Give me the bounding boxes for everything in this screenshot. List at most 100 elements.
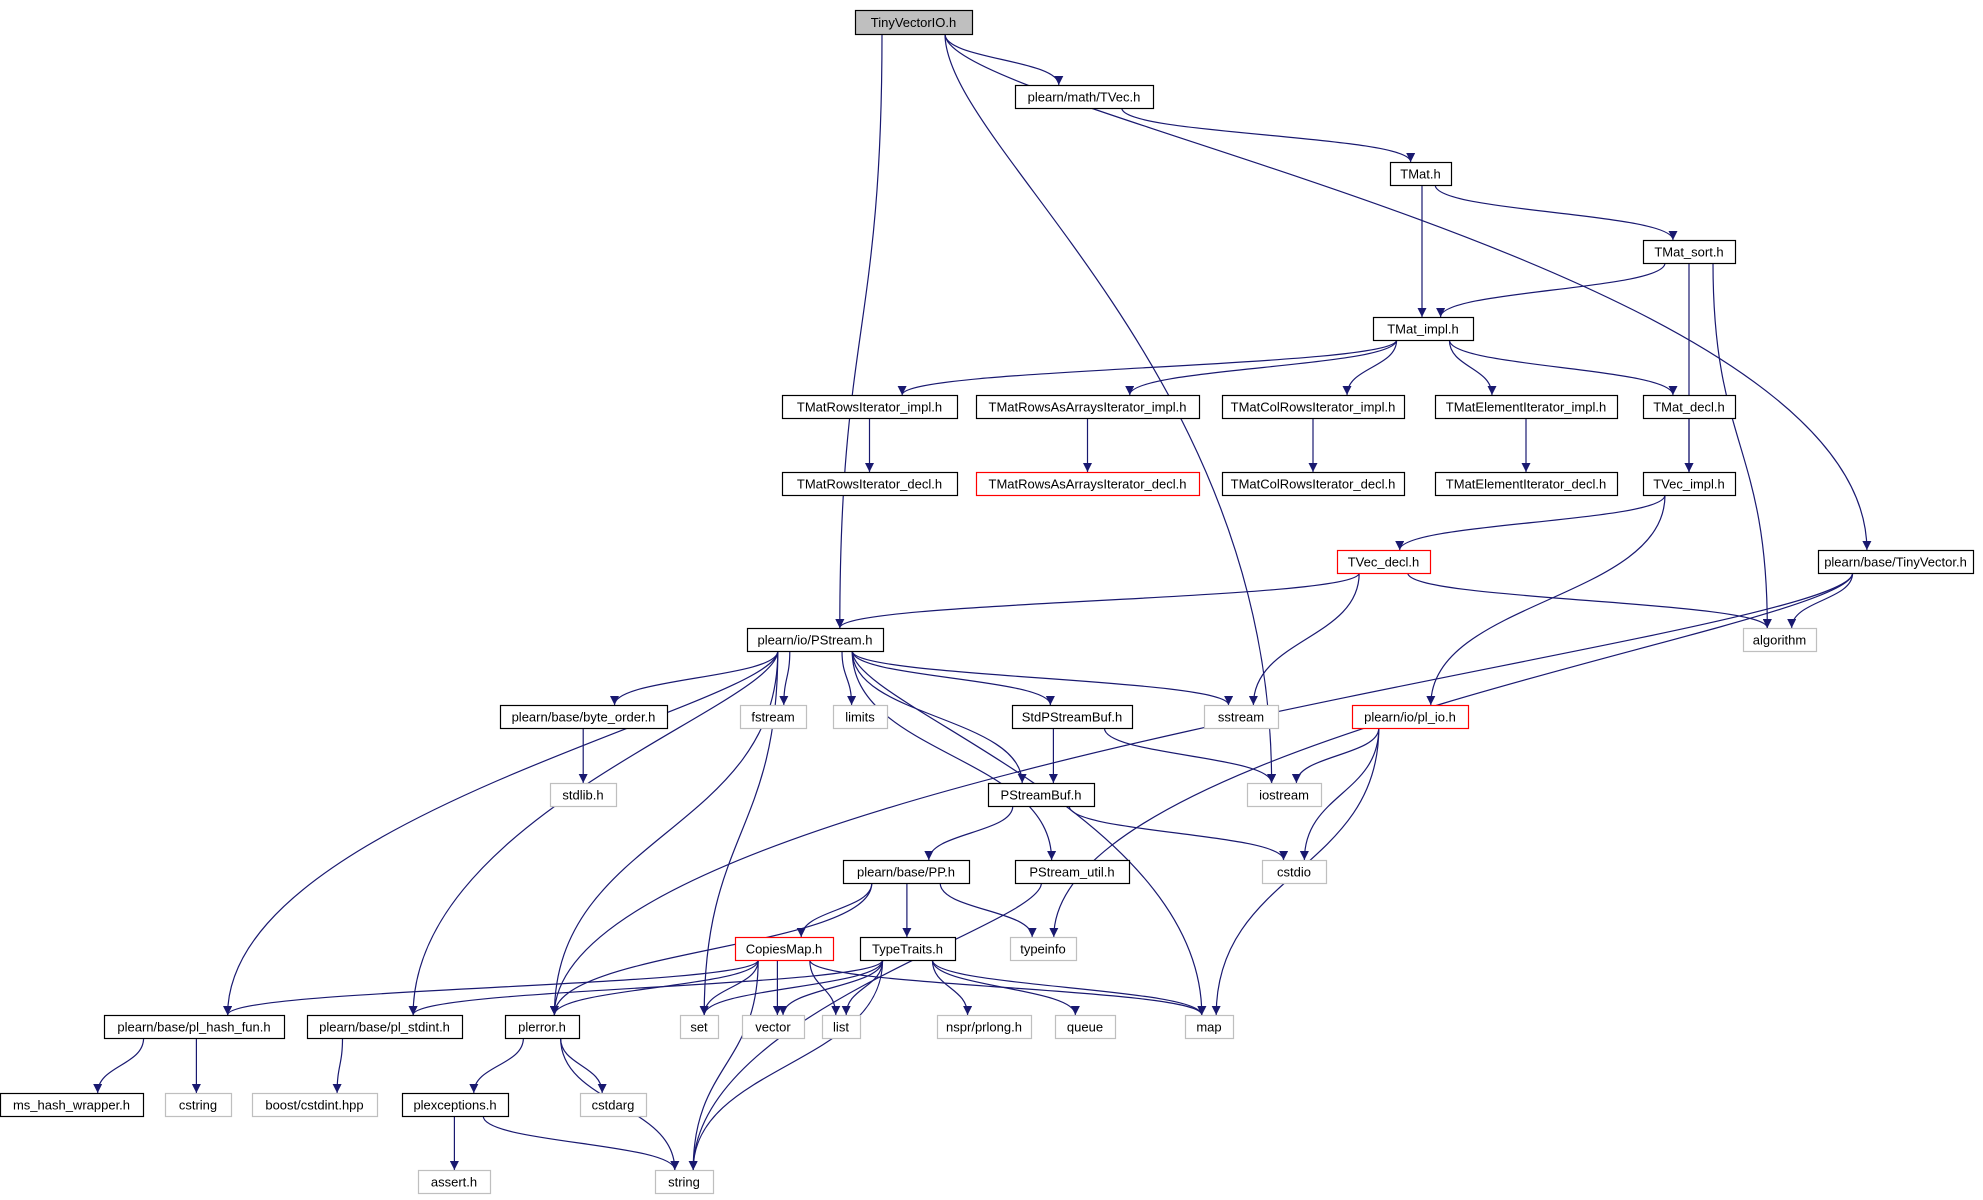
node-label: StdPStreamBuf.h (1022, 710, 1122, 725)
edge-tinyvector_h-to-algorithm (1787, 572, 1854, 629)
node-pl_io[interactable]: plearn/io/pl_io.h (1351, 704, 1470, 730)
node-box (1009, 936, 1078, 962)
node-tmatelement_impl[interactable]: TMatElementIterator_impl.h (1434, 394, 1619, 420)
node-box (741, 1014, 806, 1040)
edge-tvec_impl-to-tvec_decl (1395, 494, 1666, 551)
edge-pstream_util-to-string (688, 882, 1042, 1171)
node-label: set (690, 1020, 708, 1035)
node-label: stdlib.h (562, 788, 603, 803)
node-tvec_impl[interactable]: TVec_impl.h (1642, 471, 1737, 497)
edge-pstream_h-to-limits (841, 650, 857, 706)
node-plerror[interactable]: plerror.h (504, 1014, 581, 1040)
node-typeinfo: typeinfo (1009, 936, 1078, 962)
node-box (164, 1092, 233, 1118)
node-tmatcolrows_decl[interactable]: TMatColRowsIterator_decl.h (1221, 471, 1406, 497)
node-tmatelement_decl[interactable]: TMatElementIterator_decl.h (1434, 471, 1619, 497)
node-pp_h[interactable]: plearn/base/PP.h (842, 859, 971, 885)
node-label: PStream_util.h (1029, 865, 1114, 880)
node-pstream_util[interactable]: PStream_util.h (1014, 859, 1131, 885)
node-box (1434, 471, 1619, 497)
node-box (504, 1014, 581, 1040)
node-tmatrows_decl[interactable]: TMatRowsIterator_decl.h (781, 471, 959, 497)
node-tmatrowsasarrays_decl[interactable]: TMatRowsAsArraysIterator_decl.h (975, 471, 1201, 497)
edge-copiesmap-to-pl_hash_fun (223, 959, 759, 1016)
node-pl_hash_fun[interactable]: plearn/base/pl_hash_fun.h (103, 1014, 286, 1040)
node-tmatrows_impl[interactable]: TMatRowsIterator_impl.h (781, 394, 959, 420)
node-label: plearn/io/PStream.h (758, 633, 873, 648)
node-copiesmap[interactable]: CopiesMap.h (734, 936, 835, 962)
node-byte_order[interactable]: plearn/base/byte_order.h (499, 704, 669, 730)
node-label: plearn/base/pl_stdint.h (319, 1020, 450, 1035)
node-box (1434, 394, 1619, 420)
node-box (781, 471, 959, 497)
node-ms_hash_wrapper[interactable]: ms_hash_wrapper.h (0, 1092, 145, 1118)
node-box (842, 859, 971, 885)
node-label: limits (845, 710, 875, 725)
node-tmatcolrows_impl[interactable]: TMatColRowsIterator_impl.h (1221, 394, 1406, 420)
node-box (1011, 704, 1134, 730)
node-tmat_sort[interactable]: TMat_sort.h (1642, 239, 1737, 265)
node-box (854, 9, 974, 36)
edge-typetraits-to-list (841, 959, 884, 1016)
node-label: TMatColRowsIterator_decl.h (1231, 477, 1396, 492)
node-label: TVec_impl.h (1653, 477, 1725, 492)
edge-plerror-to-plexceptions (469, 1037, 524, 1094)
edge-tvec_impl-to-pl_io (1426, 494, 1666, 706)
node-label: map (1196, 1020, 1221, 1035)
node-nspr_prlong: nspr/prlong.h (936, 1014, 1033, 1040)
node-label: TMat_impl.h (1387, 322, 1459, 337)
node-box (0, 1092, 145, 1118)
node-label: plearn/io/pl_io.h (1364, 710, 1456, 725)
node-box (781, 394, 959, 420)
node-pstream_h[interactable]: plearn/io/PStream.h (746, 627, 885, 653)
node-stdpstreambuf[interactable]: StdPStreamBuf.h (1011, 704, 1134, 730)
node-vector: vector (741, 1014, 806, 1040)
node-label: TMat.h (1400, 167, 1440, 182)
node-tvec_decl[interactable]: TVec_decl.h (1336, 549, 1432, 575)
edge-copiesmap-to-list (809, 959, 841, 1016)
node-box (103, 1014, 286, 1040)
nodes-layer: TinyVectorIO.h plearn/math/TVec.hTMat.hTM… (0, 9, 1975, 1195)
node-tvec_h[interactable]: plearn/math/TVec.h (1014, 84, 1155, 110)
node-box (832, 704, 889, 730)
node-label: ms_hash_wrapper.h (13, 1098, 130, 1113)
edge-pp_h-to-copiesmap (796, 882, 873, 938)
node-label: queue (1067, 1020, 1103, 1035)
node-label: boost/cstdint.hpp (265, 1098, 363, 1113)
node-box (1742, 627, 1818, 653)
node-label: TMatElementIterator_decl.h (1446, 477, 1606, 492)
node-box (734, 936, 835, 962)
node-box (1817, 549, 1975, 575)
node-box (1221, 394, 1406, 420)
edge-pl_io-to-cstdio (1299, 727, 1380, 861)
node-list: list (821, 1014, 862, 1040)
edge-copiesmap-to-string (688, 959, 759, 1171)
node-tmat_decl[interactable]: TMat_decl.h (1642, 394, 1737, 420)
node-tinyvector_h[interactable]: plearn/base/TinyVector.h (1817, 549, 1975, 575)
node-pstreambuf[interactable]: PStreamBuf.h (987, 782, 1096, 808)
node-pl_stdint[interactable]: plearn/base/pl_stdint.h (306, 1014, 464, 1040)
node-tmat_h[interactable]: TMat.h (1389, 161, 1453, 187)
edge-tinyvector_h-to-typeinfo (1049, 572, 1854, 938)
edge-tmat_impl-to-tmat_decl (1448, 339, 1678, 396)
node-tmat_impl[interactable]: TMat_impl.h (1372, 316, 1475, 342)
edge-tinyvector_h-to-plerror (549, 572, 1854, 1016)
node-tinyvectorio[interactable]: TinyVectorIO.h (854, 9, 974, 36)
edge-tinyvectorio-to-tinyvector_h (944, 33, 1872, 551)
edge-pstream_h-to-fstream (779, 650, 791, 706)
node-tmatrowsasarrays_impl[interactable]: TMatRowsAsArraysIterator_impl.h (975, 394, 1201, 420)
node-iostream: iostream (1246, 782, 1323, 808)
node-box (746, 627, 885, 653)
edge-pstream_h-to-byte_order (610, 650, 779, 706)
node-box (1642, 239, 1737, 265)
node-cstdio: cstdio (1261, 859, 1328, 885)
node-label: assert.h (431, 1175, 477, 1190)
node-label: plearn/base/PP.h (857, 865, 955, 880)
node-plexceptions[interactable]: plexceptions.h (401, 1092, 510, 1118)
node-box (1261, 859, 1328, 885)
edge-tmat_sort-to-algorithm (1712, 262, 1772, 629)
node-typetraits[interactable]: TypeTraits.h (859, 936, 957, 962)
edge-typetraits-to-queue (931, 959, 1080, 1016)
node-cstdarg: cstdarg (579, 1092, 648, 1118)
node-label: TMat_decl.h (1653, 400, 1725, 415)
